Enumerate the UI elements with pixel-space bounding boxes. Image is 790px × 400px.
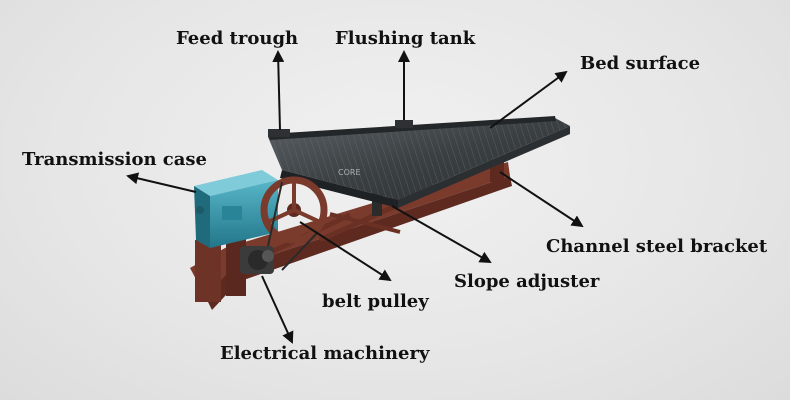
- arrow-transmission-case: [126, 172, 197, 193]
- arrow-electrical-machinery: [261, 275, 294, 344]
- arrow-slope-adjuster: [391, 205, 492, 263]
- bed-deck: CORE: [268, 116, 570, 208]
- logo-mark: CORE: [338, 168, 361, 177]
- callout-arrows: [126, 50, 584, 344]
- label-bed-surface: Bed surface: [580, 53, 701, 74]
- label-belt-pulley: belt pulley: [322, 291, 429, 312]
- label-channel-steel-bracket: Channel steel bracket: [546, 236, 768, 257]
- gearbox: [194, 170, 278, 248]
- motor-part: [240, 246, 274, 274]
- arrow-bed-surface: [489, 70, 568, 129]
- label-flushing-tank: Flushing tank: [335, 28, 476, 49]
- label-electrical-machinery: Electrical machinery: [220, 343, 430, 364]
- arrow-feed-trough: [272, 50, 285, 131]
- label-transmission-case: Transmission case: [22, 149, 208, 170]
- arrow-belt-pulley: [299, 221, 392, 282]
- flushing-tank-part: [395, 120, 413, 128]
- label-slope-adjuster: Slope adjuster: [454, 271, 600, 292]
- label-feed-trough: Feed trough: [176, 28, 299, 49]
- arrow-channel-steel-bracket: [499, 171, 584, 228]
- belt-pulley-part: [260, 176, 328, 271]
- feed-trough-part: [268, 129, 290, 137]
